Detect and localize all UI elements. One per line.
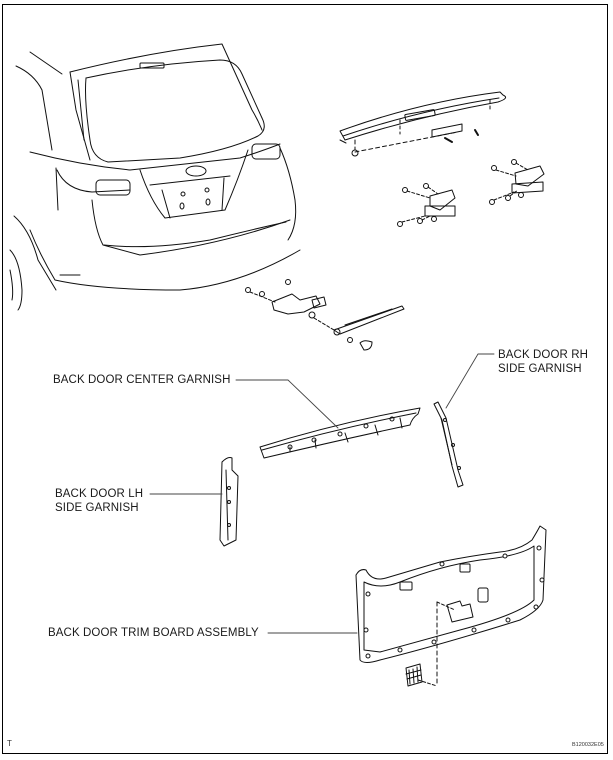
back-door-spoiler bbox=[339, 91, 507, 157]
back-door-hinges bbox=[397, 159, 545, 227]
back-door-center-garnish bbox=[259, 407, 421, 459]
hinge-lh bbox=[397, 183, 456, 227]
back-door-lh-side-garnish bbox=[219, 457, 239, 547]
corner-mark: T bbox=[7, 739, 12, 748]
high-mount-stop-lamp bbox=[431, 123, 463, 138]
rear-wiper-motor bbox=[245, 279, 327, 319]
label-trim-board: BACK DOOR TRIM BOARD ASSEMBLY bbox=[48, 627, 259, 639]
diagram-frame bbox=[2, 4, 608, 754]
leader-center-garnish bbox=[235, 379, 339, 429]
vehicle-rear-view bbox=[9, 43, 301, 311]
emblem bbox=[185, 165, 207, 177]
leader-lines bbox=[149, 353, 495, 634]
label-center-garnish: BACK DOOR CENTER GARNISH bbox=[53, 374, 231, 386]
wiper-pivot-cap bbox=[359, 340, 373, 351]
back-door-rh-side-garnish bbox=[433, 401, 464, 488]
stop-lamp-outline bbox=[139, 62, 165, 69]
service-hole-cover bbox=[405, 663, 423, 687]
rear-wiper-arm bbox=[313, 305, 405, 351]
hinge-rh bbox=[489, 159, 545, 205]
illustration-code: B120032E05 bbox=[572, 742, 604, 748]
tail-lamp-rh bbox=[251, 143, 281, 160]
leader-rh-side-garnish bbox=[445, 353, 495, 409]
tail-lamp-lh bbox=[95, 179, 131, 196]
back-door-trim-board-assembly bbox=[355, 525, 547, 687]
label-rh-side-garnish: BACK DOOR RH SIDE GARNISH bbox=[498, 349, 589, 375]
service-hole bbox=[446, 600, 474, 623]
label-lh-side-garnish: BACK DOOR LH SIDE GARNISH bbox=[55, 488, 144, 514]
